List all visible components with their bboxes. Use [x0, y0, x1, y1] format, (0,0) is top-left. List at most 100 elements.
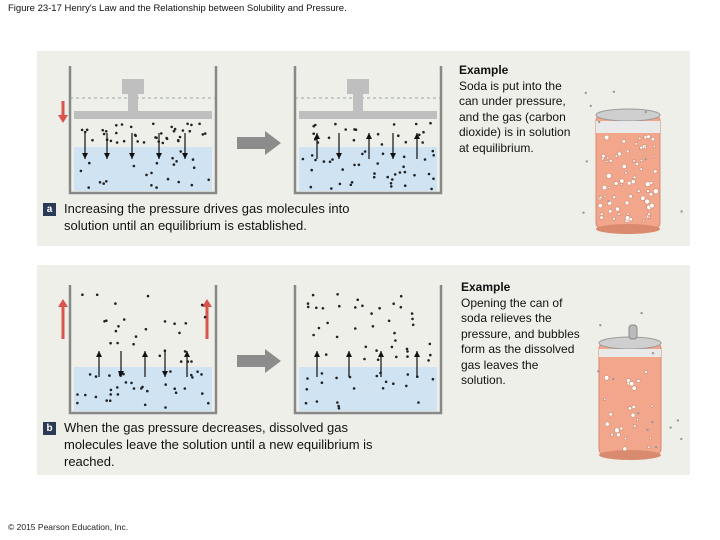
molecule: [312, 132, 316, 135]
molecule: [352, 138, 356, 142]
molecule: [146, 294, 150, 298]
molecule: [393, 173, 397, 176]
panel-b-illustration: [58, 285, 683, 460]
molecule: [398, 171, 402, 174]
molecule: [190, 373, 193, 377]
molecule: [402, 155, 406, 159]
molecule: [432, 177, 435, 180]
molecule: [116, 393, 120, 396]
bubble: [653, 169, 658, 174]
molecule: [117, 325, 120, 328]
molecule: [418, 133, 421, 137]
bubble: [603, 375, 610, 381]
molecule: [306, 305, 310, 309]
molecule: [326, 321, 329, 325]
molecule: [390, 345, 394, 349]
molecule: [402, 165, 405, 168]
molecule: [178, 331, 181, 335]
bubble: [601, 153, 606, 159]
molecule: [331, 158, 334, 161]
molecule: [79, 169, 83, 173]
molecule: [344, 128, 348, 131]
process-arrow: [237, 131, 281, 155]
panel-a-label: a: [43, 203, 56, 216]
panel-a-example-heading: Example: [459, 63, 509, 77]
molecule: [321, 307, 325, 310]
molecule: [432, 154, 436, 157]
molecule: [85, 128, 89, 132]
bubble: [608, 158, 613, 163]
molecule: [585, 160, 588, 163]
panel-a: a Increasing the pressure drives gas mol…: [37, 51, 690, 246]
molecule: [393, 331, 396, 335]
molecule: [429, 353, 432, 357]
molecule: [598, 120, 601, 124]
bubble: [652, 155, 656, 158]
molecule: [116, 341, 119, 345]
panel-a-example-text: Soda is put into the can under pressure,…: [459, 78, 571, 155]
molecule: [644, 110, 647, 114]
molecule: [132, 164, 136, 168]
bubble: [640, 195, 646, 201]
molecule: [312, 333, 315, 337]
molecule: [353, 163, 356, 167]
bubble: [643, 146, 647, 150]
molecule: [651, 352, 655, 355]
molecule: [356, 298, 360, 302]
molecule: [200, 303, 204, 307]
molecule: [612, 378, 615, 381]
molecule: [122, 372, 125, 376]
molecule: [338, 304, 341, 308]
molecule: [87, 186, 90, 189]
molecule: [200, 373, 203, 376]
molecule: [136, 140, 139, 143]
bubble: [626, 212, 630, 216]
molecule: [350, 181, 354, 184]
molecule: [80, 128, 84, 132]
molecule: [203, 132, 207, 135]
bubble: [599, 212, 604, 216]
container-after-b: [293, 285, 443, 415]
molecule: [336, 293, 339, 296]
molecule: [361, 152, 364, 156]
panel-b: b When the gas pressure decreases, disso…: [37, 265, 690, 475]
molecule: [363, 357, 366, 361]
molecule: [173, 322, 176, 325]
molecule: [172, 163, 176, 166]
molecule: [105, 180, 108, 183]
figure-title: Figure 23-17 Henry's Law and the Relatio…: [8, 3, 347, 14]
bubble: [615, 206, 620, 212]
molecule: [109, 393, 112, 396]
bubble: [652, 144, 656, 148]
molecule: [372, 175, 376, 179]
molecule: [105, 399, 108, 402]
bubble: [603, 134, 610, 141]
molecule: [410, 312, 414, 315]
bubble: [639, 167, 643, 171]
molecule: [88, 161, 91, 165]
bubble: [630, 179, 636, 185]
molecule: [334, 122, 337, 126]
molecule: [589, 104, 592, 108]
molecule: [102, 132, 106, 136]
molecule: [349, 183, 353, 187]
molecule: [431, 149, 435, 153]
molecule: [133, 133, 137, 137]
molecule: [155, 136, 158, 140]
molecule: [381, 152, 385, 156]
molecule: [207, 401, 210, 405]
bubble: [617, 151, 622, 157]
molecule: [141, 385, 144, 389]
copyright: © 2015 Pearson Education, Inc.: [8, 522, 129, 532]
molecule: [404, 140, 408, 144]
molecule: [597, 370, 600, 373]
container-before-b: [68, 285, 218, 415]
molecule: [191, 158, 195, 161]
molecule: [669, 426, 672, 429]
molecule: [196, 370, 199, 373]
molecule: [322, 160, 326, 163]
molecule: [394, 339, 397, 342]
molecule: [328, 160, 332, 164]
bubble: [647, 212, 651, 217]
molecule: [134, 335, 138, 338]
